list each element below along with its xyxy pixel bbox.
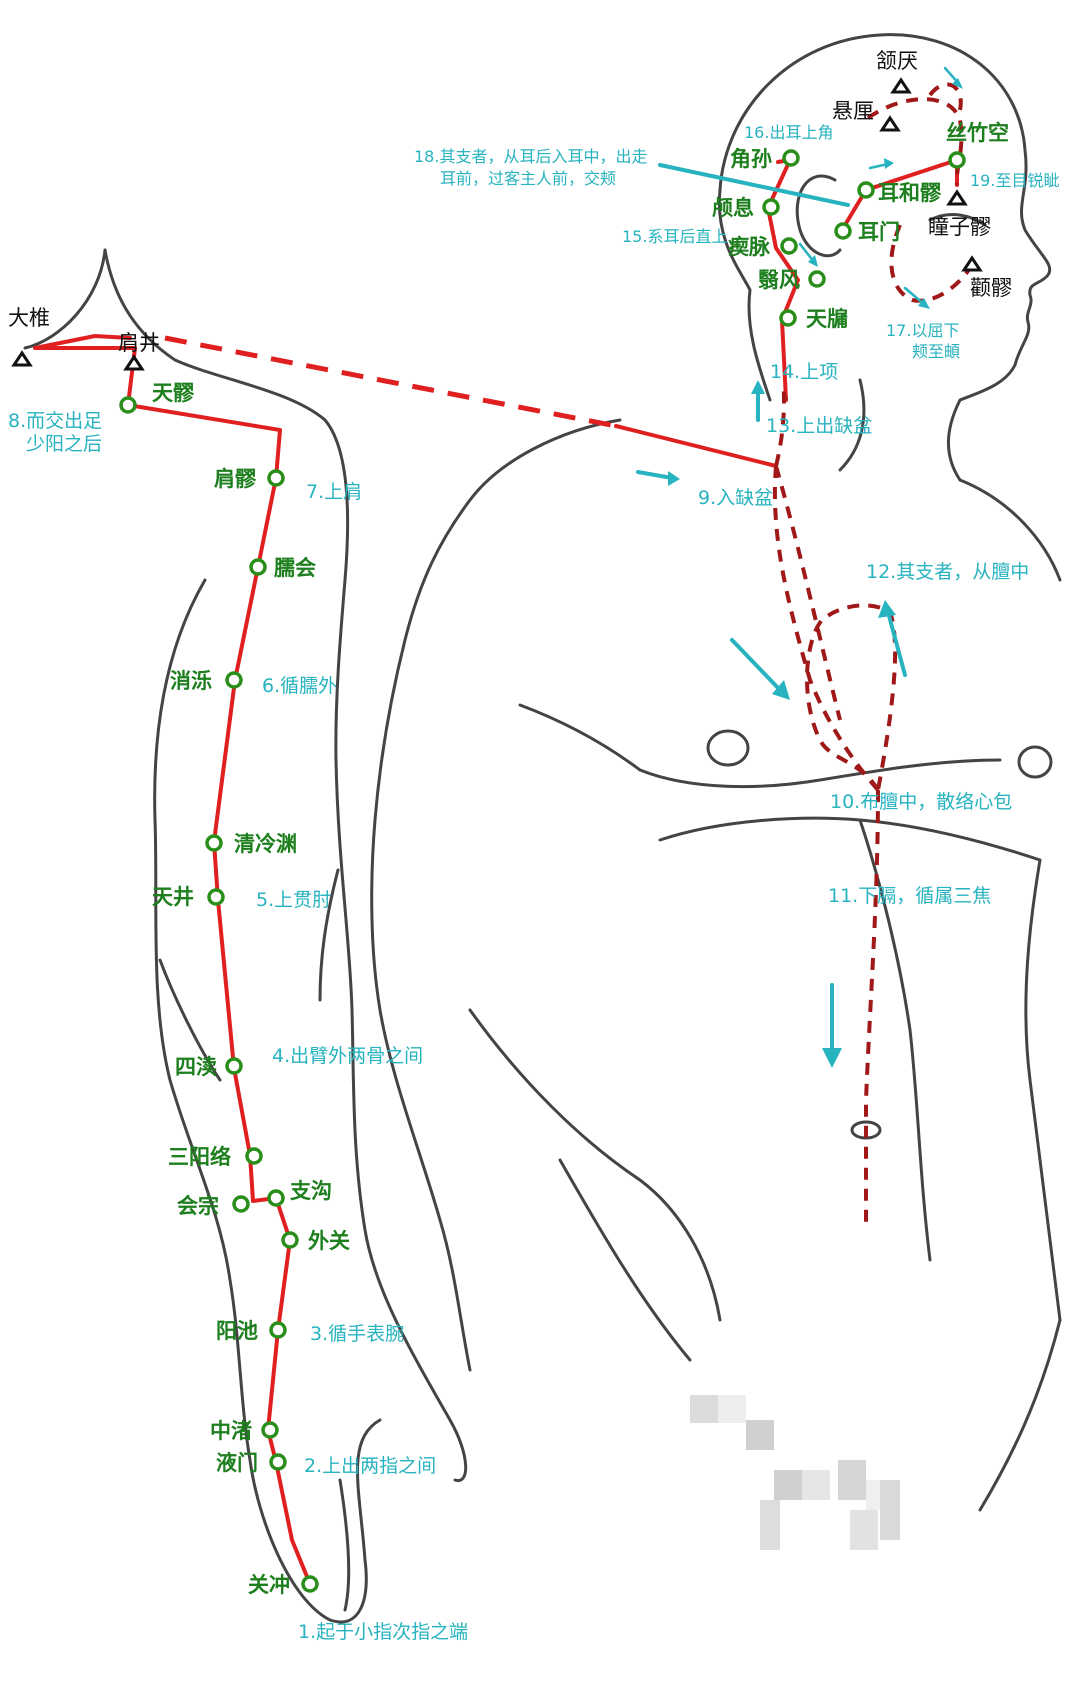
- arrow-up-neck: [751, 380, 765, 420]
- zhigou-point: [269, 1191, 283, 1205]
- sizhukong-label: 丝竹空: [946, 121, 1009, 145]
- ermen-point: [836, 224, 850, 238]
- jiaosun-point: [784, 151, 798, 165]
- yemen-point: [271, 1455, 285, 1469]
- arrow-to-chest: [732, 640, 790, 700]
- step-8-label-line2: 少阳之后: [26, 433, 102, 455]
- xuanli-marker: [882, 118, 898, 130]
- jianliao-label: 肩髎: [214, 467, 256, 491]
- arm-outline: [25, 250, 466, 1622]
- step-5-label: 5.上贯肘: [256, 889, 331, 911]
- hanyan-marker: [893, 80, 909, 92]
- yangchi-point: [271, 1323, 285, 1337]
- step-17-label-line1: 17.以屈下: [886, 321, 959, 340]
- zhongzhu-label: 中渚: [210, 1419, 252, 1443]
- jianjing-label: 肩井: [118, 331, 160, 355]
- tianjing-label: 天井: [152, 885, 194, 909]
- related-point-labels: 大椎 肩井 颔厌 悬厘 瞳子髎 颧髎: [8, 49, 1012, 355]
- mosaic-block: [690, 1395, 900, 1550]
- step-9-label: 9.入缺盆: [698, 487, 773, 509]
- luxi-point: [764, 200, 778, 214]
- chimai-label: 瘈脉: [728, 235, 771, 259]
- quanliao-label: 颧髎: [970, 276, 1012, 300]
- naohui-point: [251, 560, 265, 574]
- step-7-label: 7.上肩: [306, 481, 362, 503]
- waiguan-point: [283, 1233, 297, 1247]
- quanliao-marker: [964, 258, 980, 270]
- jianjing-marker: [126, 357, 142, 369]
- arrow-cheek: [905, 288, 930, 309]
- sanyangluo-point: [247, 1149, 261, 1163]
- step-6-label: 6.循臑外: [262, 675, 337, 697]
- step-2-label: 2.上出两指之间: [304, 1455, 436, 1477]
- yifeng-label: 翳风: [758, 268, 800, 292]
- sizhukong-point: [950, 153, 964, 167]
- guanchong-point: [303, 1577, 317, 1591]
- arrow-to-quepen: [638, 471, 680, 486]
- yangchi-label: 阳池: [216, 1319, 258, 1343]
- zhongzhu-point: [263, 1423, 277, 1437]
- zhigou-label: 支沟: [290, 1179, 332, 1203]
- acupoint-labels: 关冲 液门 中渚 阳池 外关 支沟 会宗 三阳络 四渎 天井 清冷渊 消泺 臑会…: [152, 121, 1009, 1597]
- ermen-label: 耳门: [858, 220, 900, 244]
- step-18-label-line2: 耳前，过客主人前，交颊: [440, 169, 616, 188]
- step-19-label: 19.至目锐眦: [970, 171, 1059, 190]
- arrow-ear-inner: [870, 158, 894, 169]
- step-4-label: 4.出臂外两骨之间: [272, 1045, 423, 1067]
- huizong-label: 会宗: [177, 1194, 219, 1218]
- tianjing-point: [209, 890, 223, 904]
- tianliao-label: 天髎: [152, 381, 194, 405]
- step-11-label: 11.下膈，循属三焦: [828, 885, 991, 907]
- torso-outline: [372, 35, 1060, 1510]
- step-1-label: 1.起于小指次指之端: [298, 1621, 468, 1643]
- step-15-label: 15.系耳后直上: [622, 227, 727, 246]
- guanchong-label: 关冲: [248, 1573, 290, 1597]
- tongziliao-marker: [949, 192, 965, 204]
- step-17-label-line2: 颊至頔: [912, 342, 960, 361]
- chimai-point: [782, 239, 796, 253]
- step-12-label: 12.其支者，从膻中: [866, 561, 1029, 583]
- jiaosun-label: 角孙: [730, 147, 772, 171]
- erheliao-point: [859, 183, 873, 197]
- xiaoluo-point: [227, 673, 241, 687]
- qinglengyuan-point: [207, 836, 221, 850]
- step-10-label: 10.布膻中，散络心包: [830, 791, 1012, 813]
- jianliao-point: [269, 471, 283, 485]
- step-18-label-line1: 18.其支者，从耳后入耳中，出走: [414, 147, 647, 166]
- tianyou-label: 天牖: [806, 307, 848, 331]
- sidu-point: [227, 1059, 241, 1073]
- tianyou-point: [781, 311, 795, 325]
- step-3-label: 3.循手表腕: [310, 1323, 404, 1345]
- arrow-down-abdomen: [822, 985, 842, 1068]
- yifeng-point: [810, 272, 824, 286]
- dazhui-label: 大椎: [8, 306, 50, 330]
- step-labels: 1.起于小指次指之端 2.上出两指之间 3.循手表腕 4.出臂外两骨之间 5.上…: [8, 123, 1059, 1643]
- xuanli-label: 悬厘: [832, 99, 874, 123]
- dazhui-marker: [14, 353, 30, 365]
- huizong-point: [234, 1197, 248, 1211]
- naohui-label: 臑会: [274, 556, 316, 580]
- waiguan-label: 外关: [308, 1229, 350, 1253]
- sidu-label: 四渎: [175, 1055, 217, 1079]
- tianliao-point: [121, 398, 135, 412]
- qinglengyuan-label: 清冷渊: [234, 832, 297, 856]
- arrow-up-chest: [878, 600, 905, 675]
- luxi-label: 颅息: [712, 196, 754, 220]
- hanyan-label: 颔厌: [876, 49, 918, 73]
- sanyangluo-label: 三阳络: [168, 1145, 231, 1169]
- step-8-label-line1: 8.而交出足: [8, 410, 102, 432]
- arrow-ear-branch: [660, 165, 848, 205]
- step-14-label: 14.上项: [770, 361, 838, 383]
- tongziliao-label: 瞳子髎: [928, 215, 991, 239]
- step-16-label: 16.出耳上角: [744, 123, 833, 142]
- erheliao-label: 耳和髎: [878, 181, 941, 205]
- yemen-label: 液门: [216, 1451, 258, 1475]
- step-13-label: 13.上出缺盆: [766, 415, 872, 437]
- xiaoluo-label: 消泺: [170, 669, 212, 693]
